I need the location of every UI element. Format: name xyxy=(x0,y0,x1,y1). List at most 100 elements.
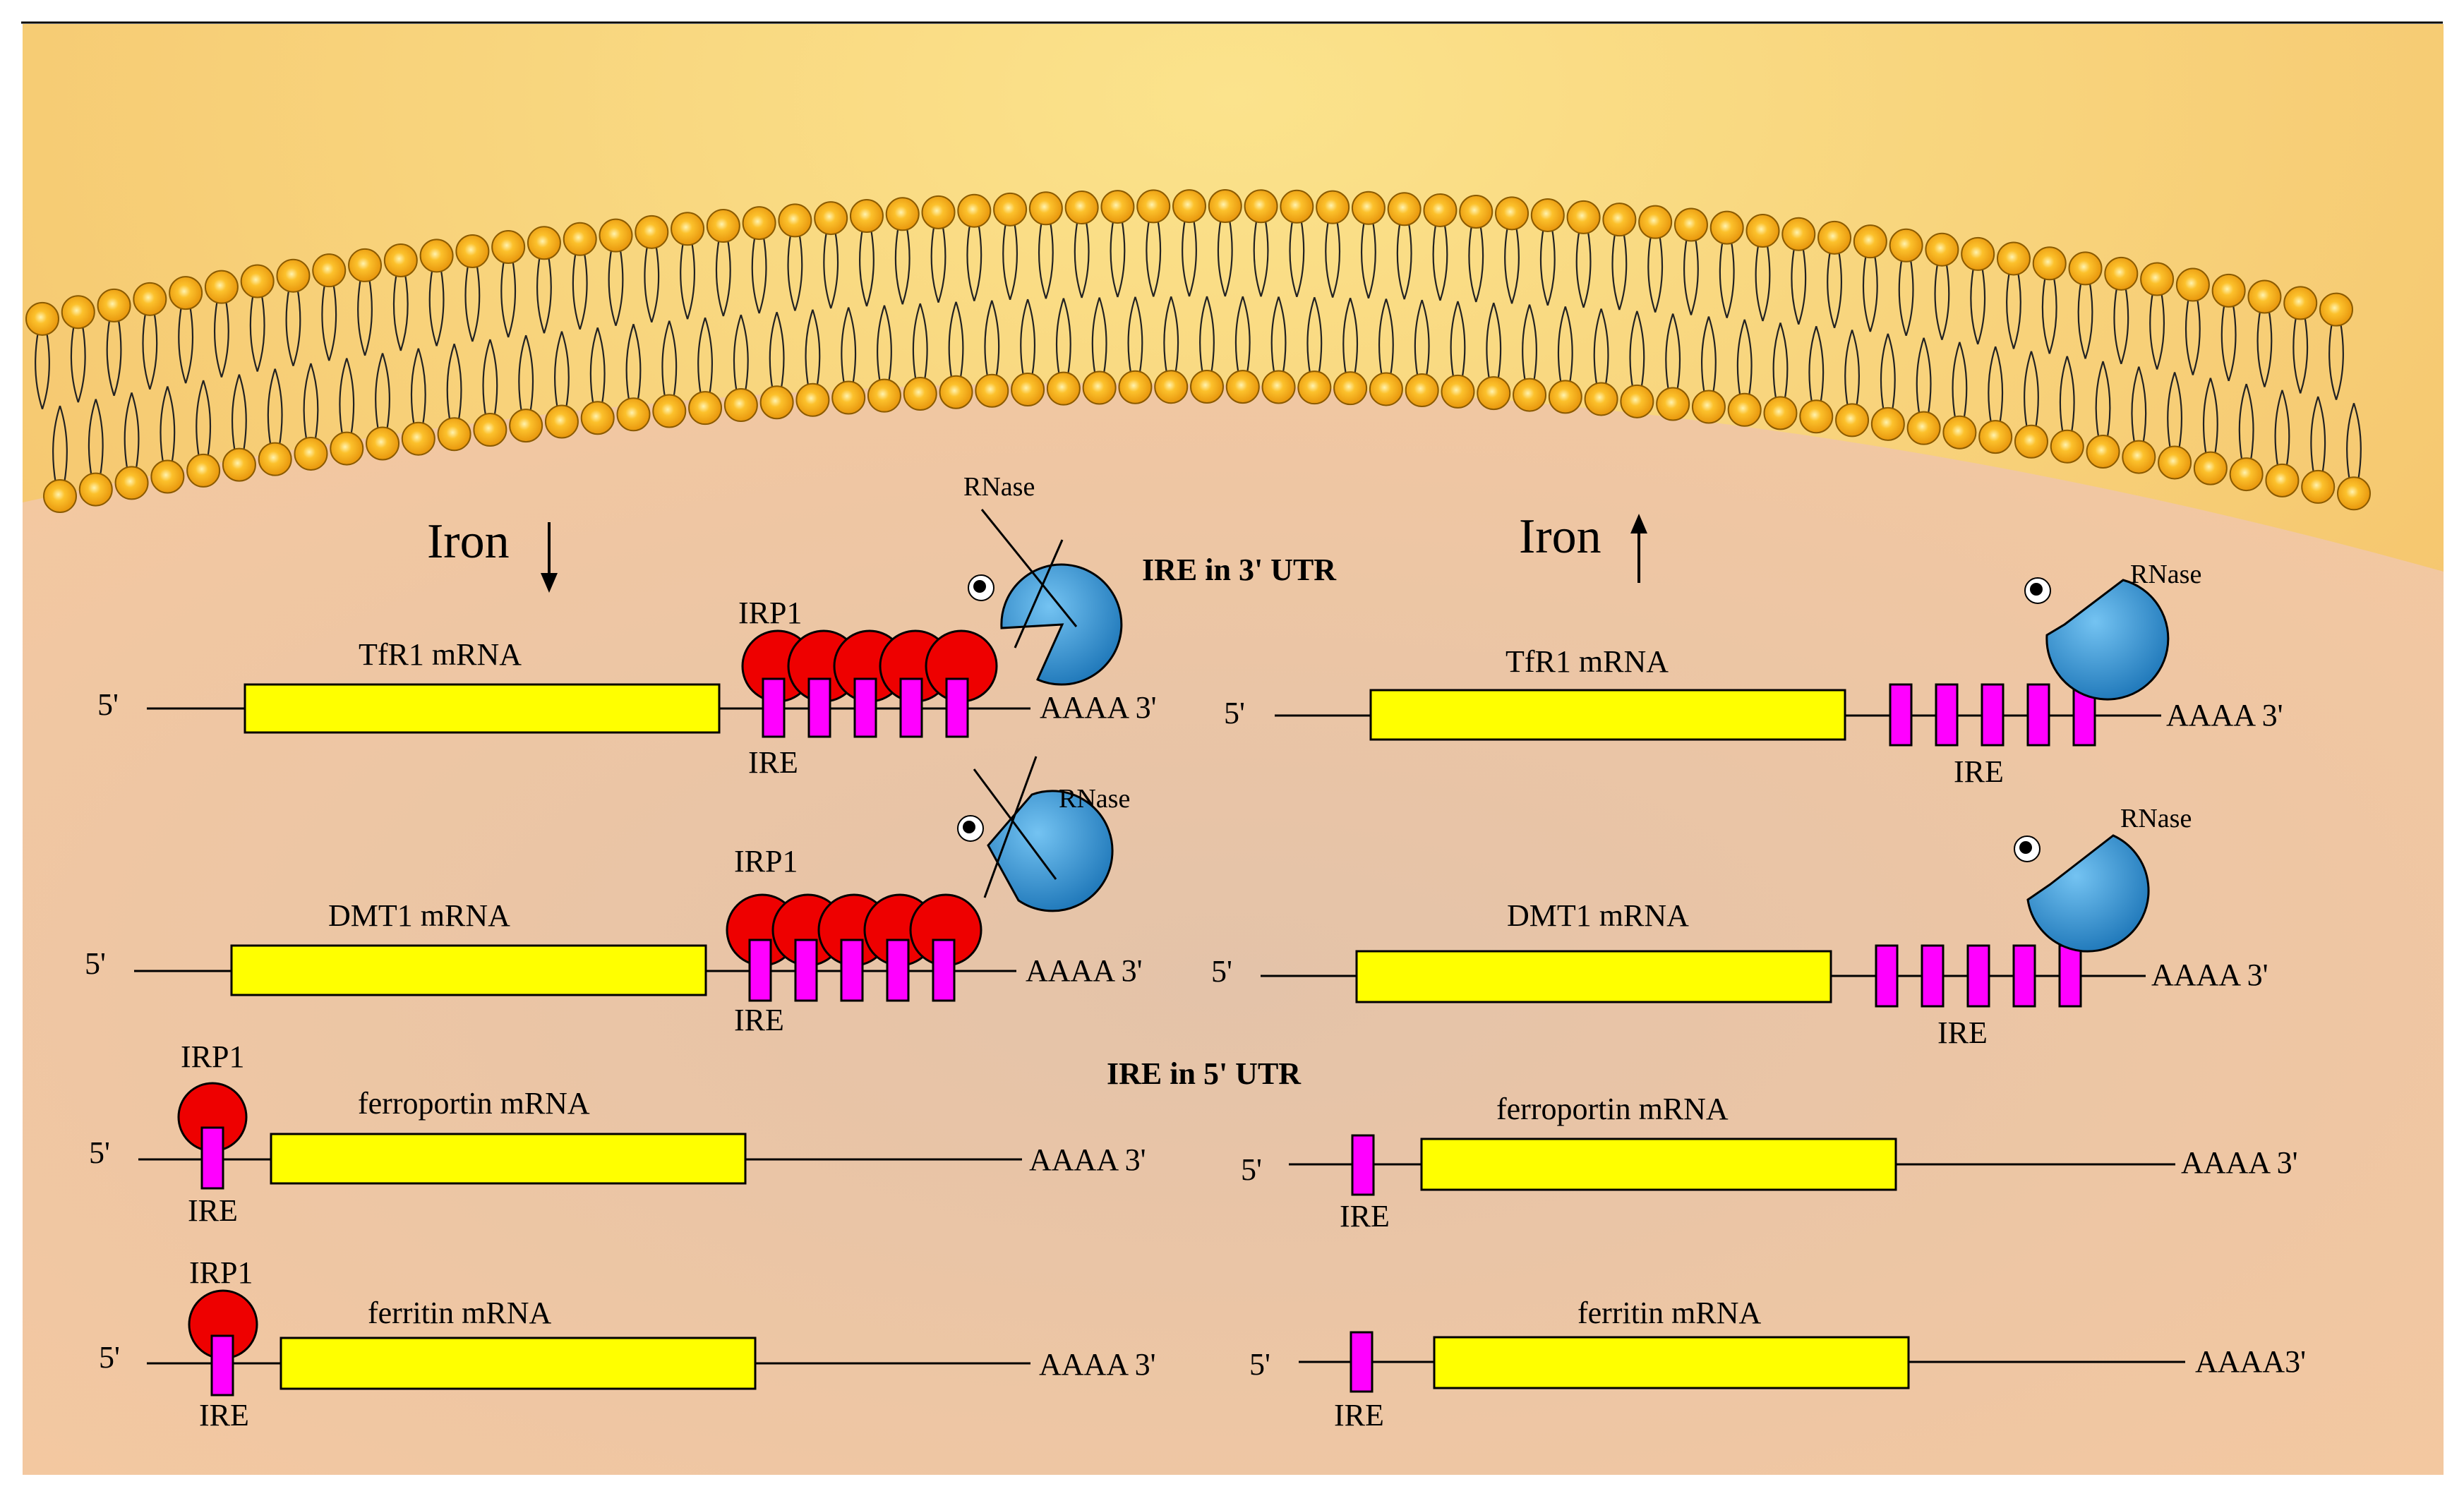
coding-region xyxy=(280,1337,757,1390)
lipid-head xyxy=(1584,382,1618,416)
block-line xyxy=(980,509,1078,627)
lipid-head xyxy=(1118,370,1153,404)
lipid-head xyxy=(1316,190,1350,224)
lipid-tail xyxy=(841,307,857,385)
lipid-head xyxy=(1225,370,1260,404)
lipid-tail xyxy=(877,305,892,383)
lipid-tail xyxy=(1414,299,1430,378)
rnase-label: RNase xyxy=(963,472,1035,502)
five-prime-label: 5' xyxy=(85,946,106,981)
lipid-head xyxy=(25,301,59,336)
ferroportin-mrna-high-iron: 5' ferroportin mRNA AAAA 3' IRE xyxy=(1241,1092,2298,1233)
lipid-tail xyxy=(2041,276,2057,354)
lipid-head xyxy=(258,442,292,476)
lipid-head xyxy=(348,248,383,282)
ire-elements xyxy=(1875,944,2082,1008)
lipid-tail xyxy=(912,303,928,382)
lipid-head xyxy=(1530,198,1565,232)
rnase-blocked: RNase xyxy=(963,472,1123,686)
lipid-tail xyxy=(1701,316,1717,394)
lipid-tail xyxy=(1504,226,1520,304)
ire-element xyxy=(1921,944,1945,1008)
lipid-head xyxy=(473,413,507,447)
lipid-tail xyxy=(500,259,517,338)
lipid-head xyxy=(2319,292,2353,327)
rnase-label: RNase xyxy=(2120,804,2192,833)
lipid-head xyxy=(957,193,992,228)
lipid-tail xyxy=(1091,297,1107,375)
lipid-tail xyxy=(267,368,283,447)
lipid-tail xyxy=(2328,322,2344,400)
lipid-tail xyxy=(1934,262,1950,341)
lipid-head xyxy=(78,472,113,507)
lipid-head xyxy=(1870,406,1905,441)
lipid-head xyxy=(1906,411,1941,445)
lipid-tail xyxy=(2310,396,2326,475)
lipid-tail xyxy=(196,380,212,459)
lipid-tail xyxy=(285,288,301,367)
lipid-tail xyxy=(1880,333,1896,412)
ire-label: IRE xyxy=(748,745,798,780)
lipid-tail xyxy=(1325,219,1341,298)
lipid-tail xyxy=(1952,342,1968,420)
lipid-tail xyxy=(178,305,194,384)
ferroportin-mrna-low-iron: 5' ferroportin mRNA AAAA 3' IRP1 IRE xyxy=(89,1039,1146,1228)
lipid-head xyxy=(240,264,275,298)
lipid-tail xyxy=(1002,222,1018,301)
lipid-head xyxy=(1244,189,1278,224)
lipid-head xyxy=(186,453,221,488)
coding-region xyxy=(1369,689,1846,741)
lipid-head xyxy=(509,409,543,443)
lipid-head xyxy=(366,426,400,461)
lipid-head xyxy=(742,206,776,241)
lipid-head xyxy=(2175,267,2210,302)
lipid-tail xyxy=(2346,402,2362,481)
lipid-head xyxy=(706,209,740,243)
ire-element xyxy=(2012,944,2036,1008)
lipid-tail xyxy=(321,282,337,361)
lipid-head xyxy=(419,239,454,273)
ire-label: IRE xyxy=(1334,1398,1384,1432)
lipid-tail xyxy=(589,327,606,406)
ire-element xyxy=(932,939,956,1002)
lipid-tail xyxy=(1342,297,1359,376)
lipid-tail xyxy=(2006,271,2021,349)
lipid-head xyxy=(1673,207,1708,242)
lipid-head xyxy=(993,192,1028,227)
lipid-tail xyxy=(966,223,982,302)
mrna-name: TfR1 mRNA xyxy=(1506,644,1669,679)
lipid-head xyxy=(169,276,203,310)
ire-element xyxy=(794,939,818,1002)
lipid-tail xyxy=(35,331,50,410)
lipid-tail xyxy=(644,244,660,323)
lipid-head xyxy=(635,215,669,249)
pacman-icon xyxy=(2045,579,2170,701)
lipid-tail xyxy=(948,301,964,380)
lipid-tail xyxy=(1378,298,1394,377)
lipid-tail xyxy=(2292,315,2309,394)
lipid-tail xyxy=(1396,222,1412,300)
lipid-head xyxy=(1835,403,1870,438)
lipid-head xyxy=(2158,445,2192,480)
lipid-tail xyxy=(1808,325,1825,404)
lipid-tail xyxy=(339,358,355,436)
lipid-head xyxy=(2211,273,2246,308)
coding-region xyxy=(244,683,721,734)
ire-element xyxy=(886,939,910,1002)
lipid-tail xyxy=(1127,296,1143,375)
lipid-tail xyxy=(428,268,445,346)
lipid-head xyxy=(2140,262,2175,296)
lipid-tail xyxy=(1665,313,1681,392)
lipid-head xyxy=(312,253,347,288)
lipid-head xyxy=(1369,372,1403,406)
lipid-head xyxy=(885,197,920,231)
lipid-head xyxy=(2122,440,2156,474)
ire-element xyxy=(1966,944,1990,1008)
lipid-tail xyxy=(1683,237,1699,315)
lipid-tail xyxy=(769,311,785,390)
lipid-head xyxy=(921,195,956,229)
lipid-tail xyxy=(823,230,839,309)
lipid-tail xyxy=(1827,250,1842,329)
block-line xyxy=(983,756,1038,898)
lipid-tail xyxy=(859,228,875,307)
